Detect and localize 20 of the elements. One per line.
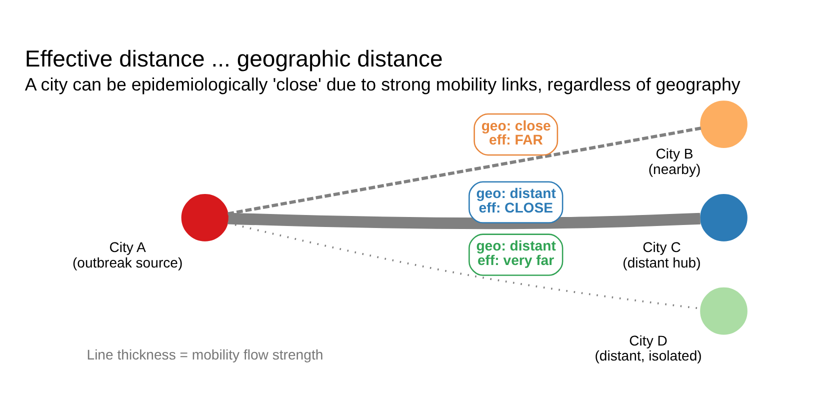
connector bbox=[228, 212, 700, 230]
node-label: City A bbox=[109, 238, 146, 255]
node-label: City B bbox=[656, 146, 694, 162]
connector bbox=[228, 126, 702, 216]
node-label: City C bbox=[642, 238, 681, 255]
node-label: (distant hub) bbox=[622, 254, 701, 270]
node-circle bbox=[700, 287, 748, 335]
node-label: (nearby) bbox=[648, 160, 701, 177]
caption: A city can be epidemiologically 'close' due to strong mobility links, regardless of geography bbox=[24, 74, 740, 95]
node-label: (outbreak source) bbox=[72, 254, 183, 270]
node-label: City D bbox=[629, 332, 668, 348]
node-label: (distant, isolated) bbox=[594, 348, 702, 364]
edge-label: geo: close eff: FAR bbox=[481, 117, 551, 148]
diagram-title: Effective distance ... geographic distance bbox=[24, 46, 443, 72]
label: Line thickness = mobility flow strength bbox=[86, 346, 324, 362]
node-circle bbox=[700, 100, 748, 148]
edge-label: geo: distant eff: very far bbox=[476, 238, 556, 268]
node-circle bbox=[181, 194, 229, 242]
edge-label: geo: distant eff: CLOSE bbox=[476, 185, 556, 216]
node-circle bbox=[700, 194, 748, 242]
